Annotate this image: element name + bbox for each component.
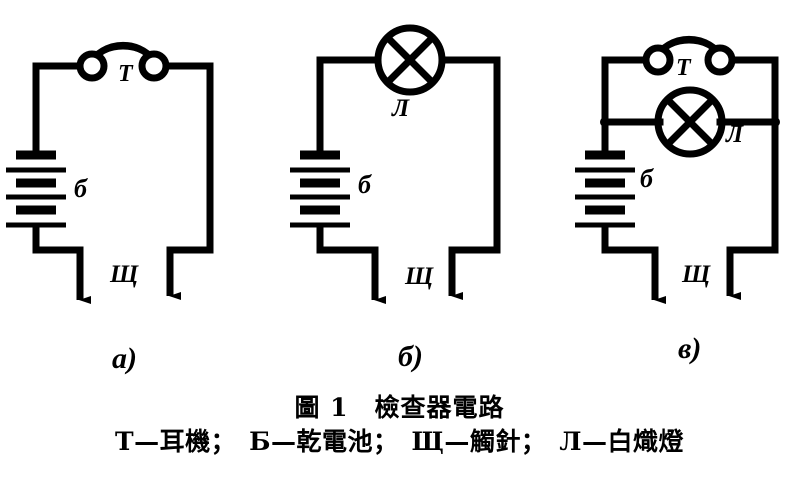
sub-label-a: а) <box>112 342 137 375</box>
probe-arrows-c <box>651 286 741 304</box>
headphones-icon-a <box>76 41 170 82</box>
battery-icon-b <box>290 150 350 228</box>
label-lamp-b: Л <box>392 95 410 122</box>
junction-dot-left <box>600 117 610 127</box>
circuit-panel-c <box>575 35 780 304</box>
caption-title: 圖 1 檢查器電路 <box>294 393 505 422</box>
wiring-a <box>32 62 214 290</box>
circuit-panel-a <box>6 41 214 304</box>
sub-label-b: б) <box>398 340 423 373</box>
label-battery-c: б <box>640 164 653 193</box>
label-headphones-a: Т <box>118 61 133 87</box>
wiring-b <box>316 56 501 290</box>
circuit-diagrams-area: Т б Щ Л б Щ Т Л б Щ а) б) в) <box>6 24 780 375</box>
label-lamp-c: Л <box>726 121 744 148</box>
label-battery-a: б <box>74 174 87 203</box>
battery-icon-c <box>575 150 635 228</box>
lamp-icon-b <box>374 24 446 96</box>
label-probes-c: Щ <box>682 261 711 288</box>
probe-arrows-a <box>76 286 181 304</box>
label-probes-b: Щ <box>405 263 434 290</box>
battery-icon-a <box>6 150 66 228</box>
label-headphones-c: Т <box>676 55 691 81</box>
label-battery-b: б <box>358 170 371 199</box>
label-probes-a: Щ <box>110 261 139 288</box>
caption-legend: Т—耳機； Б—乾電池； Щ—觸針； Л—白熾燈 <box>115 427 684 457</box>
probe-arrows-b <box>371 286 463 304</box>
lamp-icon-c <box>654 86 726 158</box>
circuit-schematic-svg <box>6 24 780 304</box>
circuit-panel-b <box>290 24 501 304</box>
sub-label-c: в) <box>678 332 702 365</box>
headphones-icon-c <box>642 35 736 76</box>
figure-caption: 圖 1 檢查器電路 Т—耳機； Б—乾電池； Щ—觸針； Л—白熾燈 <box>0 392 799 458</box>
junction-dot-right <box>770 117 780 127</box>
wiring-c <box>601 56 779 290</box>
